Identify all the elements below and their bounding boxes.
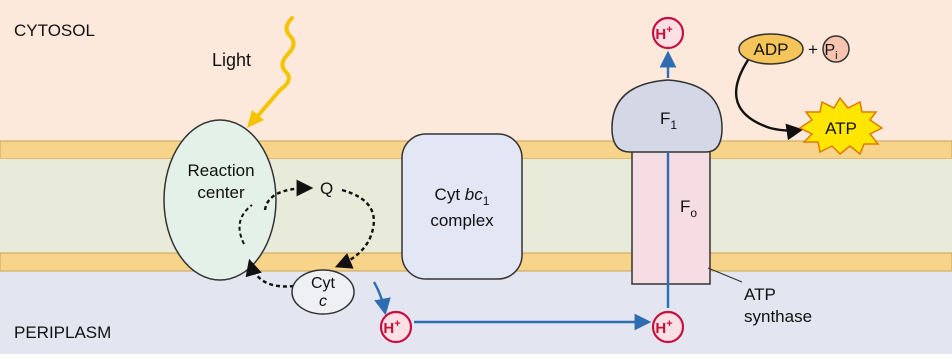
phosphate-subscript: i [835,50,837,62]
cyt-bc1-italic: bc [465,185,483,204]
cyt-c-label-2: c [319,293,327,310]
svg-text:H+: H+ [655,318,672,337]
adp-oval [738,33,804,65]
proton-top-symbol: H [655,26,666,43]
svg-text:H+: H+ [383,318,400,337]
phosphate-label: Pi [824,42,837,62]
proton-path-bc1 [372,281,391,316]
cytosol-label: CYTOSOL [14,21,95,40]
fo-subunit [631,129,711,285]
atp-synthase-pointer [707,267,743,283]
quinone-label: Q [320,179,333,198]
atp-label: ATP [825,119,857,138]
atp-synthase-label-1: ATP [744,285,776,304]
atp-synthase-label-2: synthase [744,307,812,326]
fo-letter: F [680,197,690,216]
phosphate-symbol: P [824,42,835,59]
cyt-bc1-prefix: Cyt [435,185,465,204]
fo-label: Fo [680,197,697,220]
reaction-center [163,119,277,281]
light-wave-icon [247,16,296,128]
proton-left-charge: + [394,318,400,330]
svg-text:H+: H+ [655,24,672,43]
reaction-center-label-1: Reaction [187,161,254,180]
cyt-bc1-complex [401,133,523,280]
proton-right-symbol: H [655,320,666,337]
plus-sign: + [808,40,818,59]
proton-right-charge: + [666,318,672,330]
f1-subscript: 1 [670,118,677,132]
cyt-c [291,269,355,315]
f1-label: F1 [660,109,677,132]
cyt-c-label-1: Cyt [311,275,336,292]
proton-periplasm-right: H+ [651,310,685,344]
cyt-bc1-label-2: complex [430,211,494,230]
proton-top: H+ [651,16,685,50]
reaction-center-label-2: center [197,183,245,202]
electron-cycle-arrows [238,179,376,288]
proton-left-symbol: H [383,320,394,337]
cyt-bc1-subscript: 1 [483,194,490,208]
proton-top-charge: + [666,24,672,36]
phosphate-circle [822,35,850,63]
periplasm-region [0,270,952,354]
atp-starburst [798,96,884,156]
f1-letter: F [660,109,670,128]
fo-subscript: o [690,206,697,220]
adp-label: ADP [754,40,789,59]
periplasm-label: PERIPLASM [14,323,111,342]
light-label: Light [212,50,251,70]
f1-subunit [611,79,723,153]
atp-synthesis-arrow [734,59,804,141]
cyt-bc1-label-1: Cyt bc1 [435,185,490,208]
proton-periplasm-left: H+ [379,310,413,344]
